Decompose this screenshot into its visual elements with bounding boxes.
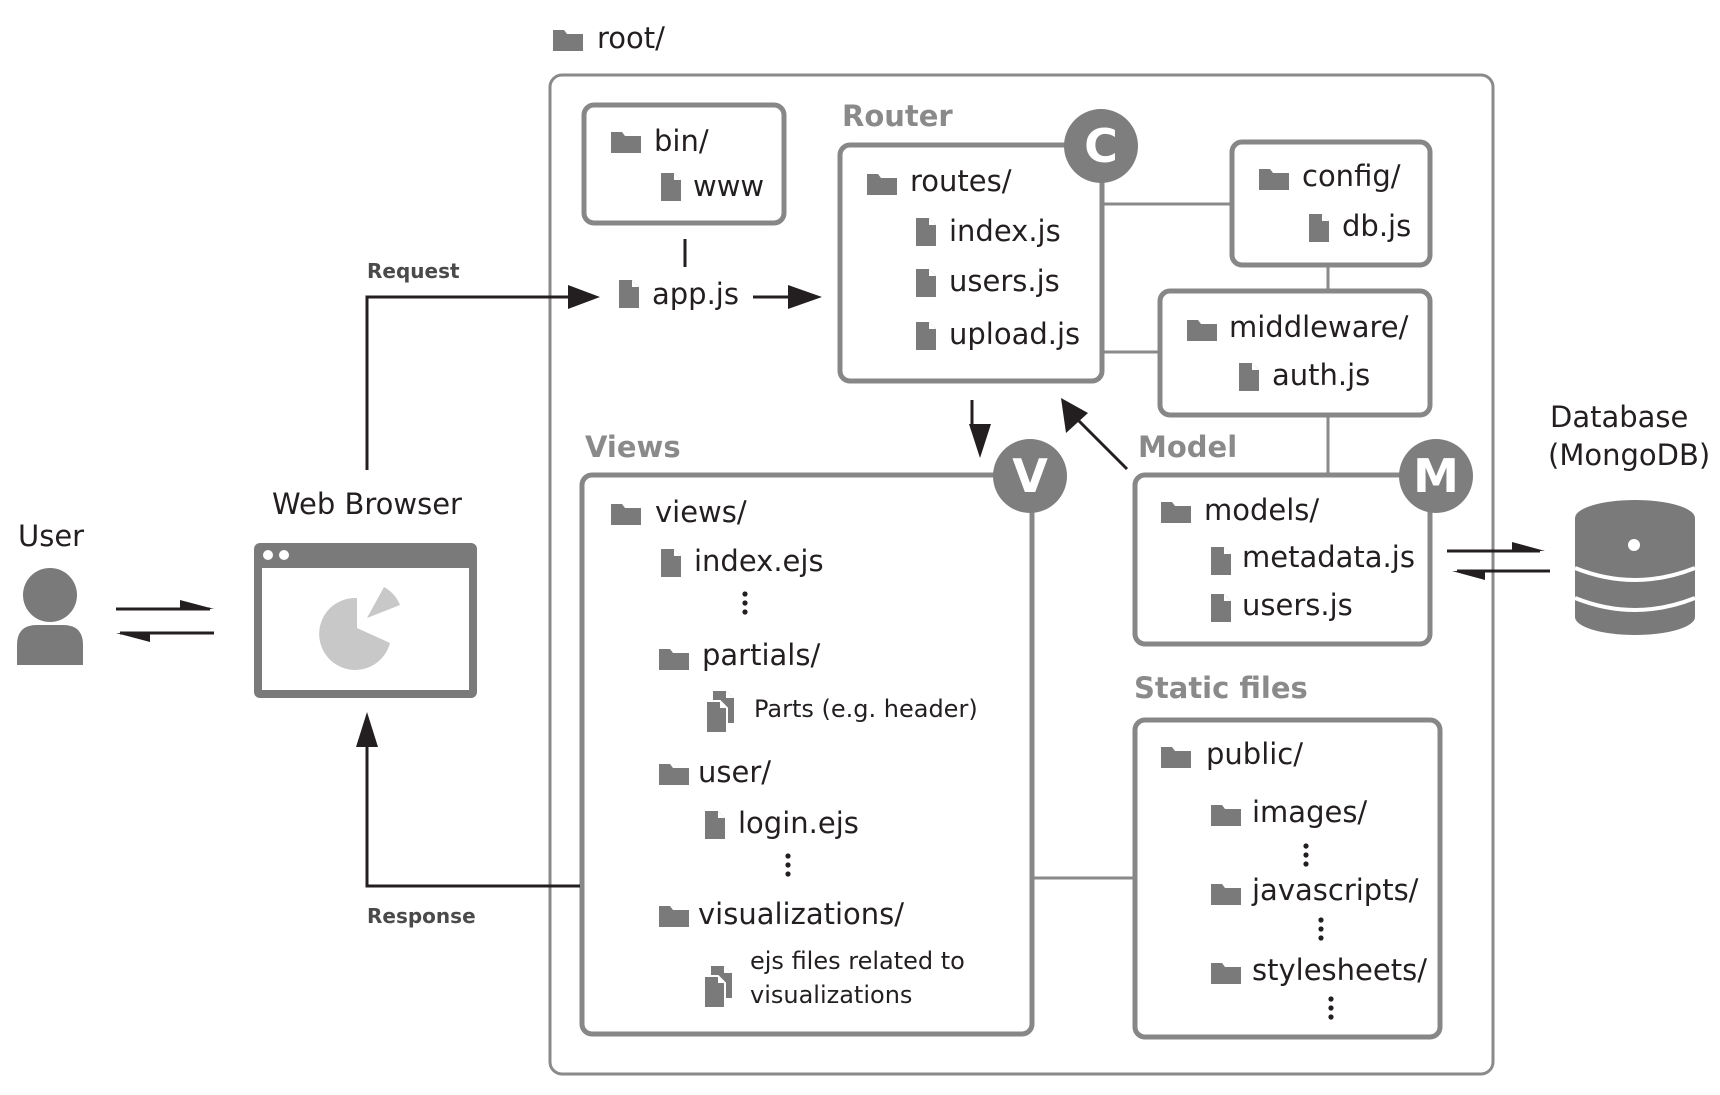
config-box <box>1229 139 1433 268</box>
models-folder-label: models/ <box>1204 493 1320 527</box>
login-ejs-label: login.ejs <box>738 806 859 840</box>
user-folder-label: user/ <box>698 755 772 789</box>
index-ejs-label: index.ejs <box>694 544 824 578</box>
config-folder-label: config/ <box>1302 159 1401 193</box>
file-icon <box>661 173 681 201</box>
request-label: Request <box>367 259 460 283</box>
model-section-label: Model <box>1138 430 1238 464</box>
arrowheads <box>116 285 1545 747</box>
viz-files-line2: visualizations <box>750 981 913 1009</box>
public-box <box>1132 717 1443 1040</box>
model-file-metadata: metadata.js <box>1242 540 1415 574</box>
router-file-users: users.js <box>949 264 1060 298</box>
database-icon <box>1574 500 1696 635</box>
user-label: User <box>18 519 85 553</box>
view-badge: V <box>993 439 1067 513</box>
bin-box <box>581 102 787 226</box>
file-icon <box>916 322 936 350</box>
auth-js-label: auth.js <box>1272 358 1371 392</box>
partials-folder-label: partials/ <box>702 638 821 672</box>
parts-label: Parts (e.g. header) <box>754 695 978 723</box>
file-icon <box>1239 363 1259 391</box>
file-icon <box>1211 594 1231 622</box>
file-icon <box>705 811 725 839</box>
controller-badge: C <box>1064 109 1138 183</box>
database-label-line2: (MongoDB) <box>1548 438 1711 472</box>
flow-arrows <box>116 295 1550 888</box>
viz-files-line1: ejs files related to <box>750 947 965 975</box>
file-icon <box>916 269 936 297</box>
router-section-label: Router <box>842 99 953 133</box>
views-box <box>579 472 1035 1037</box>
static-files-section-label: Static files <box>1134 671 1308 705</box>
bin-folder-label: bin/ <box>654 124 709 158</box>
www-file-label: www <box>693 169 765 203</box>
stylesheets-folder-label: stylesheets/ <box>1252 953 1427 987</box>
user-icon <box>17 568 83 665</box>
app-js-label: app.js <box>652 277 739 311</box>
database-label-line1: Database <box>1550 400 1689 434</box>
folder-icon <box>553 30 583 51</box>
file-icon <box>916 218 936 246</box>
routes-folder-label: routes/ <box>910 164 1012 198</box>
connector-lines <box>1032 202 1330 880</box>
images-folder-label: images/ <box>1252 795 1368 829</box>
router-file-upload: upload.js <box>949 317 1081 351</box>
response-label: Response <box>367 904 476 928</box>
middleware-folder-label: middleware/ <box>1229 310 1409 344</box>
file-icon <box>1309 214 1329 242</box>
visualizations-folder-label: visualizations/ <box>698 897 905 931</box>
model-badge: M <box>1399 439 1473 513</box>
router-box <box>837 142 1105 384</box>
web-browser-label: Web Browser <box>272 487 462 521</box>
model-file-users: users.js <box>1242 588 1353 622</box>
file-icon <box>1211 547 1231 575</box>
db-js-label: db.js <box>1342 209 1412 243</box>
javascripts-folder-label: javascripts/ <box>1252 873 1419 907</box>
public-folder-label: public/ <box>1206 737 1304 771</box>
file-icon <box>619 280 639 308</box>
browser-window-icon <box>254 543 477 698</box>
file-icon <box>661 549 681 577</box>
ellipsis-dots <box>742 591 1334 1020</box>
router-file-index: index.js <box>949 214 1061 248</box>
views-folder-label: views/ <box>655 495 747 529</box>
root-folder-label: root/ <box>597 21 665 55</box>
models-box <box>1132 472 1433 647</box>
views-section-label: Views <box>585 430 681 464</box>
root-container <box>548 73 1495 1076</box>
middleware-box <box>1157 288 1433 418</box>
